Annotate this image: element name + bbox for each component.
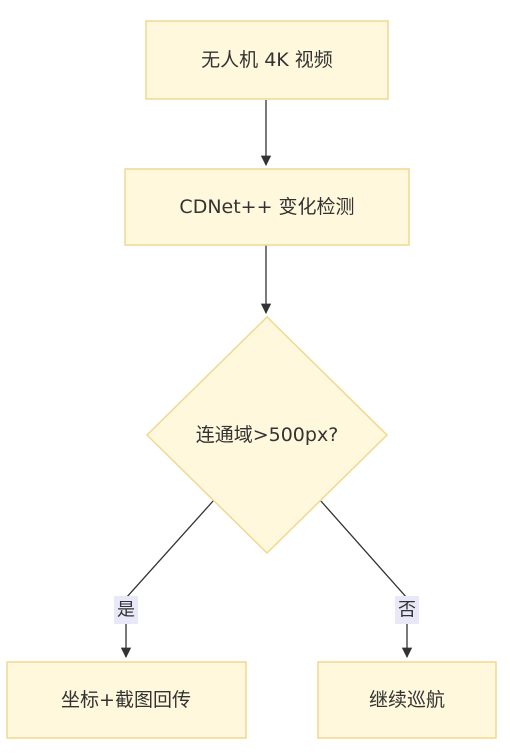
node-input-label: 无人机 4K 视频 [201,49,333,71]
node-detect: CDNet++ 变化检测 [124,168,410,246]
edge-decision-no [319,499,413,659]
edge-label-no-text: 否 [398,600,416,621]
node-detect-label: CDNet++ 变化检测 [179,196,354,218]
node-no-action-label: 继续巡航 [369,689,445,711]
edge-label-no: 否 [395,596,419,624]
edge-label-yes-text: 是 [117,600,135,621]
node-no-action: 继续巡航 [317,661,497,739]
node-decision-label: 连通域>500px? [196,424,339,446]
edge-label-yes: 是 [114,596,138,624]
edge-decision-yes [120,499,215,659]
node-yes-action-label: 坐标+截图回传 [61,689,191,711]
node-input: 无人机 4K 视频 [145,20,389,100]
node-yes-action: 坐标+截图回传 [6,661,247,739]
node-decision: 连通域>500px? [145,315,389,555]
